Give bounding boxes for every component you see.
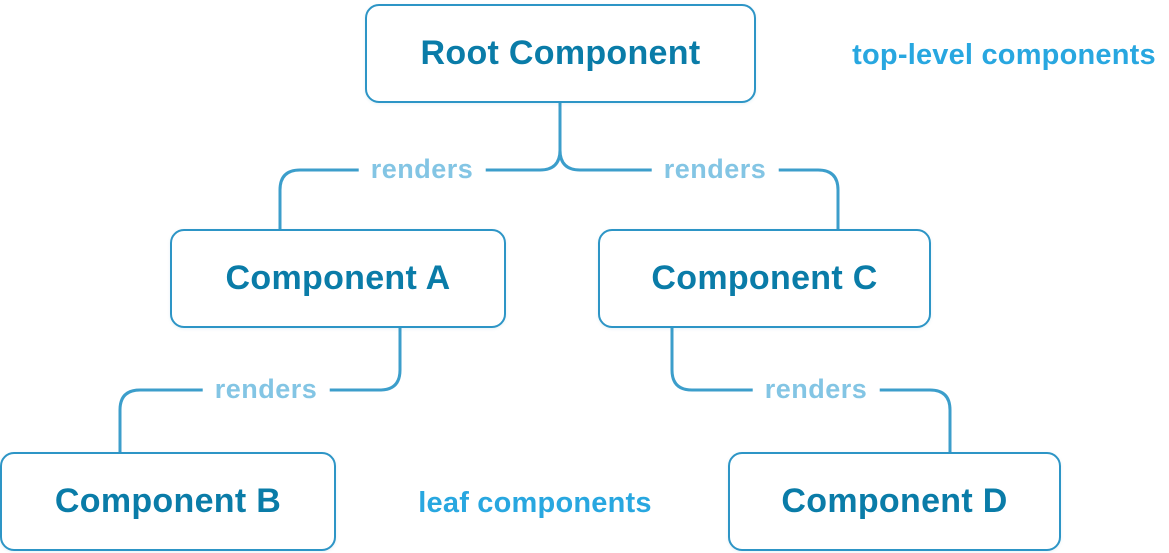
annotation-top-level-components: top-level components xyxy=(852,39,1156,72)
node-root-component-label: Root Component xyxy=(420,34,701,72)
edge-label-renders-root-c: renders xyxy=(651,154,779,185)
edge-label-renders-root-a: renders xyxy=(358,154,486,185)
node-component-a-label: Component A xyxy=(225,259,451,297)
node-root-component: Root Component xyxy=(365,4,756,103)
node-component-b-label: Component B xyxy=(54,482,282,520)
annotation-leaf-components: leaf components xyxy=(418,487,652,520)
node-component-d: Component D xyxy=(728,452,1061,551)
edge-label-renders-c-d: renders xyxy=(752,374,880,405)
edge-label-renders-a-b: renders xyxy=(202,374,330,405)
node-component-c-label: Component C xyxy=(651,259,878,297)
node-component-c: Component C xyxy=(598,229,931,328)
node-component-a: Component A xyxy=(170,229,506,328)
node-component-d-label: Component D xyxy=(781,482,1008,520)
node-component-b: Component B xyxy=(0,452,336,551)
